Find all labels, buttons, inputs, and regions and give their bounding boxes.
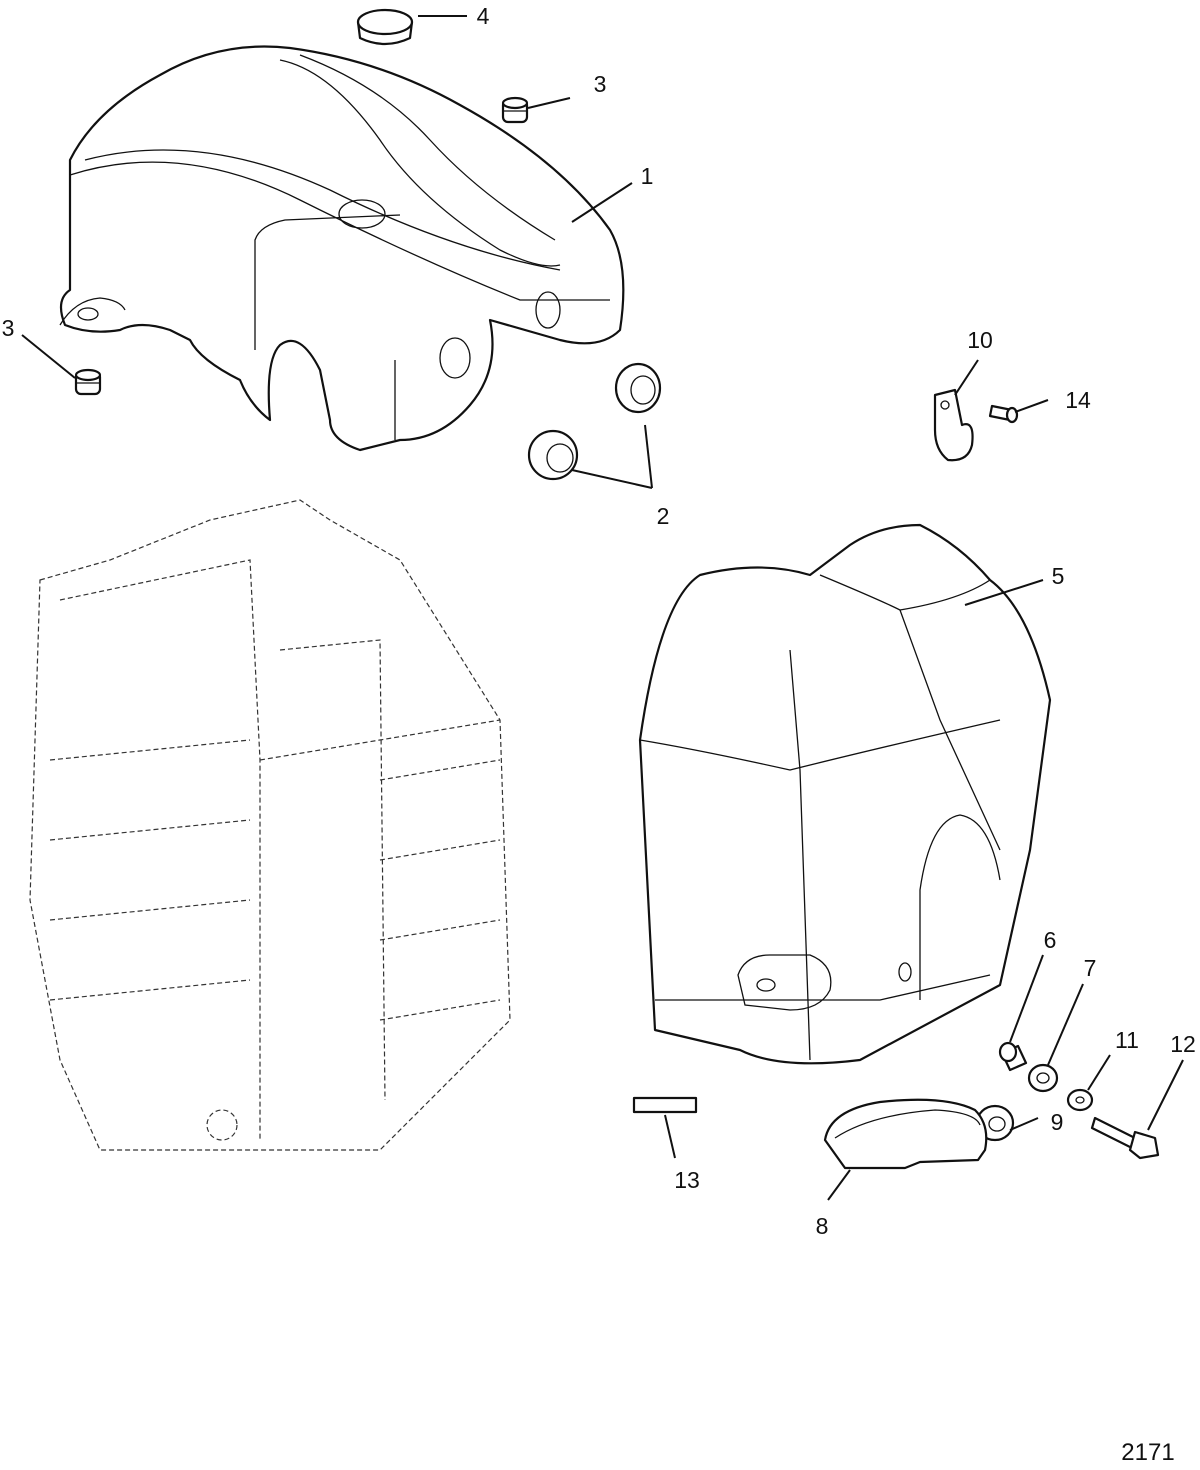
ring-part-8: [823, 1098, 988, 1170]
callout-5: 5: [1052, 563, 1065, 589]
callout-6: 6: [1044, 927, 1057, 953]
figure-number: 2171: [1121, 1439, 1174, 1466]
clamp-part: [933, 388, 1019, 462]
seal-part-pair: [527, 362, 662, 481]
callout-12: 12: [1170, 1031, 1196, 1057]
engine-block-phantom: [29, 499, 511, 1151]
callout-11: 11: [1115, 1027, 1139, 1053]
washer-part-7: [1027, 1063, 1059, 1093]
callout-8: 8: [816, 1213, 829, 1239]
callout-4: 4: [477, 3, 490, 29]
callout-14: 14: [1065, 387, 1091, 413]
callout-7: 7: [1084, 955, 1097, 981]
callout-1: 1: [641, 163, 654, 189]
callout-2: 2: [657, 503, 670, 529]
callout-10: 10: [967, 327, 993, 353]
grommet-part-left: [74, 368, 102, 396]
callout-9: 9: [1051, 1109, 1064, 1135]
bolt-part-12: [1090, 1116, 1160, 1160]
leader-lines: [21, 15, 1184, 1201]
washer-part-11: [1066, 1088, 1094, 1112]
lower-cover-part: [638, 523, 1052, 1065]
callout-13: 13: [674, 1167, 700, 1193]
screw-part-6: [998, 1041, 1028, 1072]
callout-labels: 4 3 1 3 2 10 14 5 6 7 11 12 9 8 13: [2, 3, 1196, 1239]
callout-3-left: 3: [2, 315, 15, 341]
grommet-part-top: [501, 96, 529, 124]
upper-cover-part: [59, 45, 625, 452]
callout-3-top: 3: [594, 71, 607, 97]
strip-part-13: [632, 1096, 698, 1114]
plug-part: [356, 8, 414, 46]
